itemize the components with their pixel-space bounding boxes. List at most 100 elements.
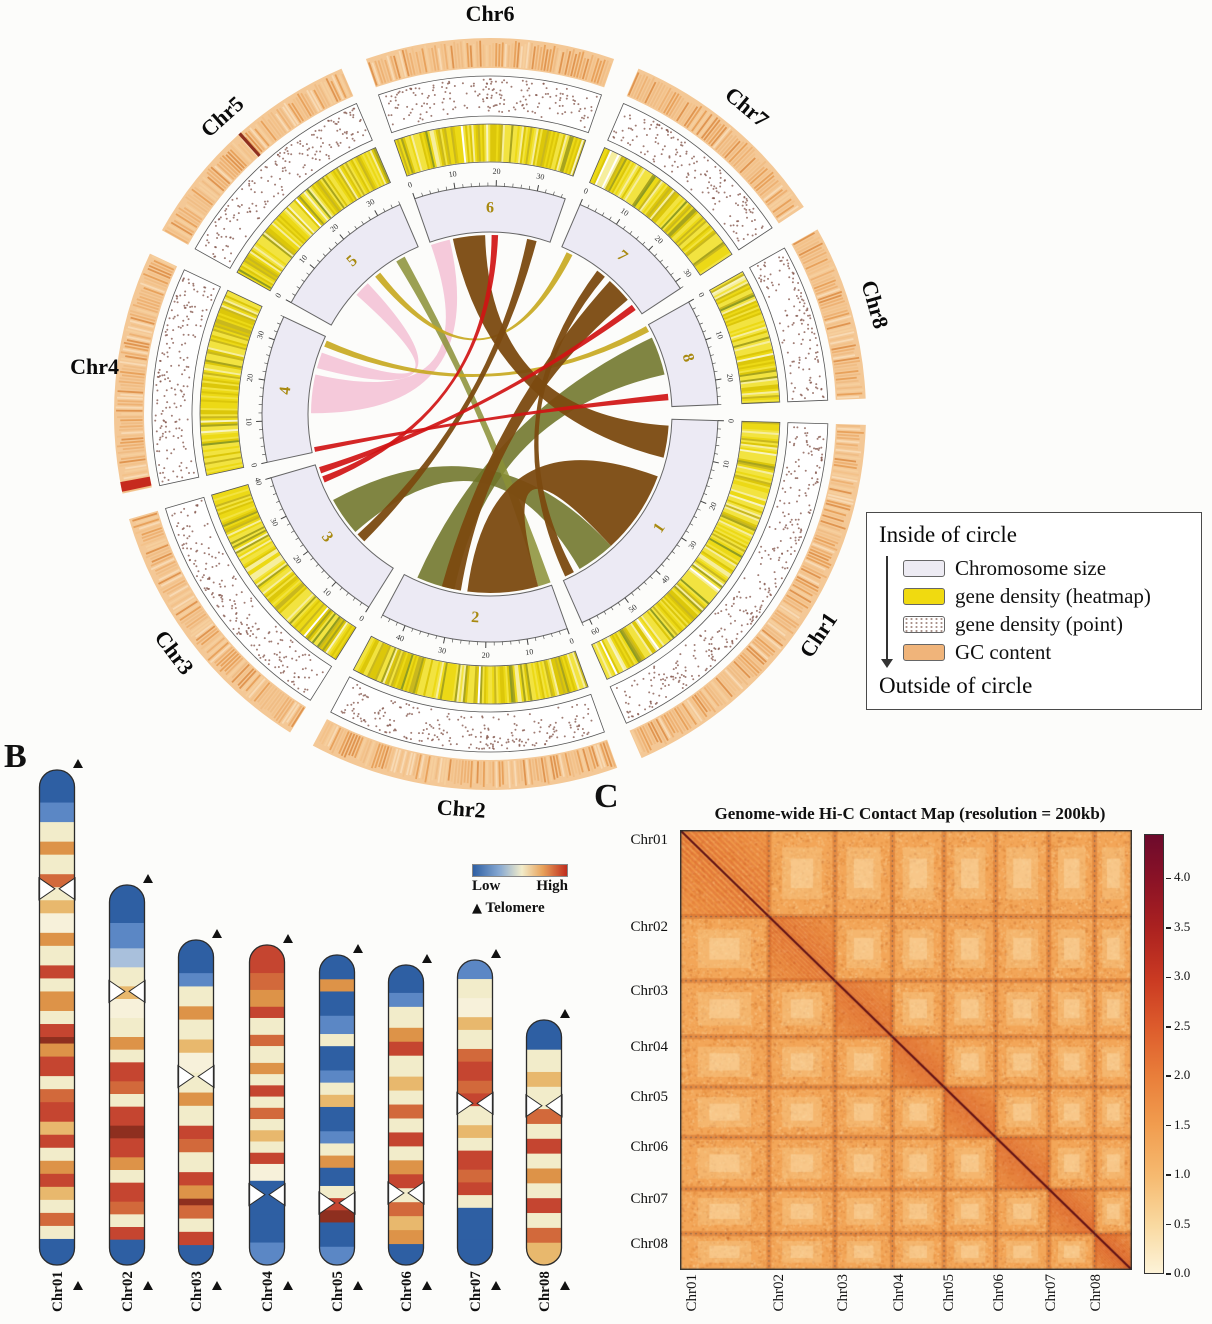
telomere-triangle-icon: ▲ <box>472 901 482 916</box>
hic-col-label: Chr04 <box>890 1274 907 1312</box>
hic-col-label: Chr06 <box>991 1274 1008 1312</box>
hic-title: Genome-wide Hi-C Contact Map (resolution… <box>714 804 1106 823</box>
telomere-marker-icon <box>422 954 432 963</box>
scale-tick-label: 30 <box>268 517 280 528</box>
colorbar-tick-mark <box>1166 927 1171 929</box>
colorbar-tick-mark <box>1166 1026 1171 1028</box>
colorbar-tick-label: 1.5 <box>1174 1116 1191 1132</box>
legend-item-gene-density-heatmap: gene density (heatmap) <box>903 584 1151 609</box>
circos-label-Chr2: Chr2 <box>436 794 487 822</box>
scale-tick-label: 30 <box>682 267 694 279</box>
scale-tick-label: 0 <box>568 636 575 646</box>
synteny-ribbon <box>467 460 658 594</box>
scale-tick-label: 30 <box>365 197 376 209</box>
legend-item-label: Chromosome size <box>955 555 1107 580</box>
telomere-marker-icon <box>212 929 222 938</box>
scale-tick-label: 10 <box>619 206 631 218</box>
scale-tick-label: 30 <box>535 171 545 181</box>
synteny-ribbon <box>311 239 458 414</box>
circos-chromosome-Chr4: 0 10 20 30 4 Chr4 <box>70 253 327 494</box>
circos-number-Chr4: 4 <box>277 386 295 396</box>
scale-tick-label: 10 <box>714 330 725 340</box>
colorbar-tick-mark <box>1166 1075 1171 1077</box>
scale-tick-label: 40 <box>253 476 264 486</box>
telomere-label: Telomere <box>485 900 545 916</box>
colorbar-tick-label: 2.0 <box>1174 1067 1191 1083</box>
ideogram-label: Chr06 <box>399 1271 415 1312</box>
colorbar-tick-label: 3.5 <box>1174 918 1191 934</box>
gene-density-point-swatch <box>903 615 945 633</box>
hic-col-label: Chr07 <box>1042 1274 1059 1312</box>
legend-item-label: GC content <box>955 639 1052 664</box>
telomere-marker-icon <box>491 1281 501 1290</box>
colorbar-tick-label: 4.0 <box>1174 869 1191 885</box>
hic-row-label: Chr07 <box>630 1190 669 1207</box>
circos-label-Chr6: Chr6 <box>466 1 515 26</box>
telomere-marker-icon <box>491 949 501 958</box>
ideogram-Chr05: Chr05 <box>318 944 363 1312</box>
colorbar-tick-mark <box>1166 1273 1171 1275</box>
scale-tick-label: 10 <box>525 647 534 657</box>
scale-tick-label: 40 <box>660 574 672 586</box>
gene-density-heatmap-swatch <box>903 587 945 605</box>
telomere-marker-icon <box>283 1281 293 1290</box>
ideogram-legend: Low High ▲ Telomere <box>472 864 568 917</box>
telomere-legend: ▲ Telomere <box>472 900 568 917</box>
legend-title-inside: Inside of circle <box>879 522 1017 547</box>
colorbar-tick-label: 2.5 <box>1174 1017 1191 1033</box>
scale-tick-label: 50 <box>627 603 639 615</box>
scale-tick-label: 20 <box>245 373 255 382</box>
scale-tick-label: 10 <box>448 169 457 179</box>
scale-tick-label: 30 <box>255 330 266 340</box>
telomere-marker-icon <box>212 1281 222 1290</box>
scale-tick-label: 40 <box>395 632 406 643</box>
hic-row-label: Chr08 <box>630 1235 669 1252</box>
circos-label-Chr4: Chr4 <box>70 354 119 379</box>
scale-tick-label: 10 <box>244 418 253 426</box>
circos-label-Chr8: Chr8 <box>856 277 893 331</box>
scale-tick-label: 20 <box>653 234 665 246</box>
scale-tick-label: 10 <box>721 460 731 470</box>
hic-row-label: Chr04 <box>630 1038 669 1055</box>
scale-tick-label: 10 <box>321 586 333 598</box>
legend-item-gene-density-point: gene density (point) <box>903 612 1151 637</box>
synteny-ribbon <box>452 235 669 458</box>
scale-tick-label: 20 <box>482 651 490 660</box>
chromosome-size-swatch <box>903 559 945 577</box>
scale-tick-label: 30 <box>437 645 447 655</box>
telomere-marker-icon <box>73 759 83 768</box>
colorbar-tick-mark <box>1166 1223 1171 1226</box>
synteny-ribbon <box>375 252 573 341</box>
colorbar-tick-mark <box>1166 976 1171 979</box>
scale-high-label: High <box>536 878 568 894</box>
ideogram-label: Chr02 <box>120 1271 136 1312</box>
heat-scale-gradient-bar <box>472 864 568 877</box>
scale-tick-label: 0 <box>727 419 736 423</box>
ideogram-label: Chr05 <box>330 1271 346 1312</box>
legend-item-label: gene density (point) <box>955 611 1123 636</box>
scale-tick-label: 0 <box>249 462 259 468</box>
scale-tick-label: 0 <box>273 291 283 299</box>
scale-tick-label: 60 <box>590 625 601 637</box>
ideogram-label: Chr04 <box>260 1271 276 1312</box>
hic-col-label: Chr08 <box>1087 1274 1104 1312</box>
ideogram-label: Chr03 <box>189 1271 205 1312</box>
scale-tick-label: 0 <box>582 186 589 196</box>
legend-item-gc-content: GC content <box>903 640 1151 665</box>
colorbar-tick-mark <box>1166 1174 1171 1176</box>
circos-legend: Inside of circle Chromosome size gene de… <box>866 512 1202 710</box>
scale-tick-label: 0 <box>696 291 706 299</box>
ideogram-label: Chr08 <box>537 1271 553 1312</box>
scale-tick-label: 20 <box>328 222 340 234</box>
colorbar-tick-label: 1.0 <box>1174 1166 1191 1182</box>
synteny-ribbon <box>417 337 665 590</box>
circos-number-Chr2: 2 <box>471 609 480 627</box>
